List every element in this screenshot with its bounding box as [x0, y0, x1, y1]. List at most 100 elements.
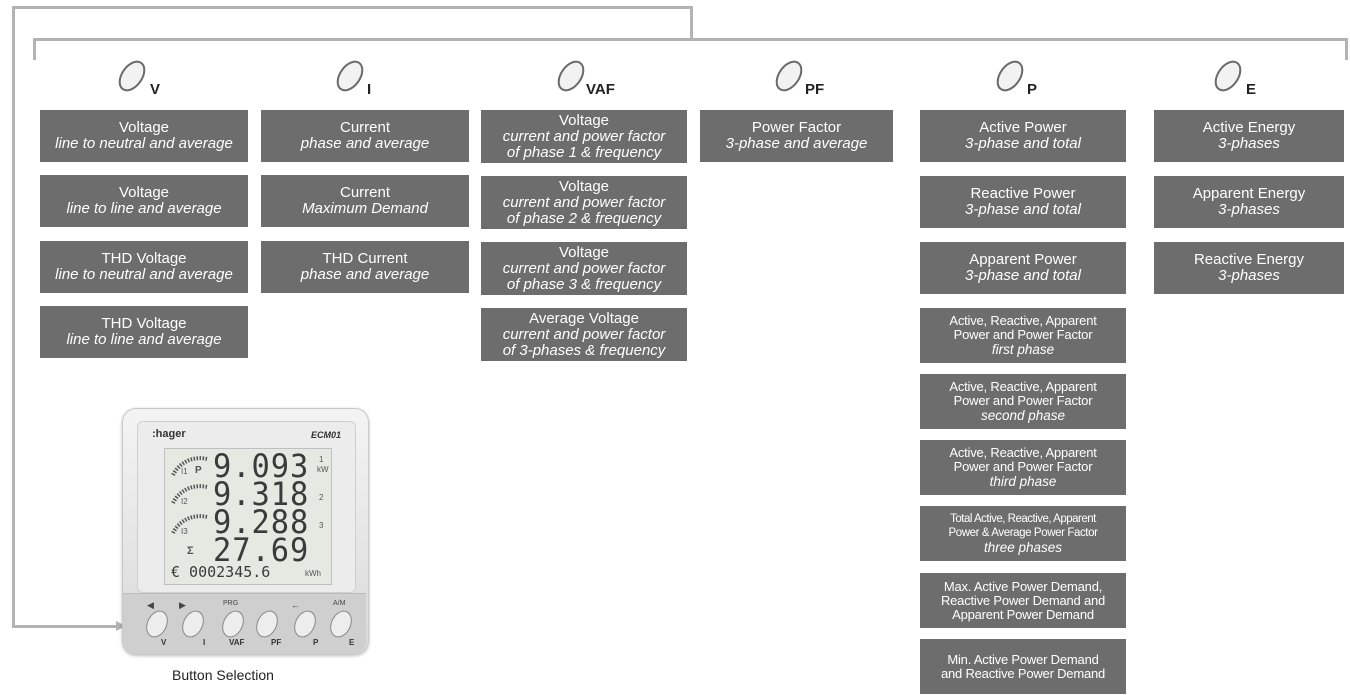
meter-front-panel: :hager ECM01 I1 P I2 I3 Σ 9.093 9.318 9.…: [137, 421, 356, 593]
menu-item-title-line-1: Active, Reactive, Apparent: [949, 379, 1097, 394]
menu-item-title-line-1: Active, Reactive, Apparent: [949, 313, 1097, 328]
menu-item-subtitle-line-1: current and power factor: [502, 325, 666, 343]
column-label-vaf: VAF: [586, 81, 615, 98]
menu-item-vaf-phase-3: Voltage current and power factor of phas…: [481, 242, 687, 295]
column-label-i: I: [367, 81, 372, 98]
energy-counter: € 0002345.6: [171, 563, 271, 581]
display-row-1: 9.093: [213, 447, 310, 485]
menu-item-title-line-2: Power & Average Power Factor: [948, 527, 1098, 539]
menu-item-title-line-2: Power and Power Factor: [953, 393, 1093, 408]
menu-item-active-energy: Active Energy 3-phases: [1154, 110, 1344, 162]
connector-bracket-horizontal: [33, 38, 1348, 41]
menu-item-title-line-1: Max. Active Power Demand,: [943, 578, 1103, 594]
key-i-button[interactable]: [178, 607, 208, 641]
column-header-pf: PF: [775, 57, 845, 97]
menu-item-title-line-2: Power and Power Factor: [953, 459, 1093, 474]
menu-item-title: Voltage: [558, 243, 610, 261]
menu-item-current-max-demand: Current Maximum Demand: [261, 175, 469, 227]
menu-item-subtitle: second phase: [980, 408, 1066, 423]
key-vaf-arrow: PRG: [223, 600, 239, 607]
label-p: P: [195, 465, 202, 476]
button-vaf-icon: [557, 60, 585, 92]
key-v-button[interactable]: [142, 607, 172, 641]
label-i1: I1: [181, 467, 188, 476]
button-pf-icon: [775, 60, 803, 92]
meter-caption: Button Selection: [172, 667, 274, 683]
connector-bracket-left: [33, 38, 36, 60]
menu-item-title: Voltage: [558, 111, 610, 129]
menu-item-thd-voltage-ll: THD Voltage line to line and average: [40, 306, 248, 358]
menu-item-title: Reactive Power: [970, 185, 1076, 202]
menu-item-title: Current: [339, 184, 391, 201]
menu-item-title: Average Voltage: [529, 309, 639, 327]
button-i-icon: [336, 60, 364, 92]
key-i-label: I: [203, 638, 206, 647]
menu-item-title: Voltage: [118, 184, 170, 201]
menu-item-subtitle: 3-phase and total: [965, 267, 1081, 284]
menu-item-subtitle-line-1: current and power factor: [502, 259, 666, 277]
menu-item-title: Apparent Energy: [1192, 185, 1306, 202]
connector-bottom-horizontal: [12, 625, 118, 628]
menu-item-vaf-phase-2: Voltage current and power factor of phas…: [481, 176, 687, 229]
menu-item-title-line-1: Min. Active Power Demand: [947, 651, 1099, 667]
menu-item-subtitle: 3-phases: [1218, 201, 1280, 218]
menu-item-voltage-ll: Voltage line to line and average: [40, 175, 248, 227]
menu-item-subtitle: third phase: [989, 474, 1057, 489]
menu-item-power-first-phase: Active, Reactive, Apparent Power and Pow…: [920, 308, 1126, 363]
menu-item-thd-voltage-ln: THD Voltage line to neutral and average: [40, 241, 248, 293]
button-v-icon: [118, 60, 146, 92]
connector-bracket-right: [1345, 38, 1348, 60]
menu-item-subtitle-line-1: current and power factor: [502, 193, 666, 211]
menu-item-subtitle: line to neutral and average: [55, 135, 233, 152]
menu-item-subtitle: 3-phase and total: [965, 135, 1081, 152]
display-row-4: 27.69: [213, 531, 310, 569]
menu-item-subtitle: line to line and average: [66, 200, 222, 217]
menu-item-max-demand: Max. Active Power Demand, Reactive Power…: [920, 573, 1126, 628]
menu-item-title-line-1: Active, Reactive, Apparent: [949, 445, 1097, 460]
row-3-index: 3: [319, 521, 324, 530]
menu-item-title: Apparent Power: [969, 251, 1077, 268]
key-e-label: E: [349, 638, 355, 647]
meter-keypad: ◀ V ▶ I PRG VAF PF ← P A/M E: [123, 593, 366, 654]
button-p-icon: [996, 60, 1024, 92]
connector-left-vertical: [12, 6, 15, 628]
menu-item-subtitle-line-2: of 3-phases & frequency: [502, 341, 666, 359]
bargraph-icon: [171, 456, 208, 534]
key-p-label: P: [313, 638, 319, 647]
key-pf-button[interactable]: [252, 607, 282, 641]
menu-item-subtitle: three phases: [983, 540, 1063, 555]
key-e-button[interactable]: [326, 607, 356, 641]
column-label-e: E: [1246, 81, 1257, 98]
menu-item-title: Active Energy: [1202, 119, 1296, 136]
menu-item-power-third-phase: Active, Reactive, Apparent Power and Pow…: [920, 440, 1126, 495]
menu-item-title: Voltage: [558, 177, 610, 195]
column-header-i: I: [336, 57, 406, 97]
menu-item-power-total: Total Active, Reactive, Apparent Power &…: [920, 506, 1126, 561]
label-i2: I2: [181, 497, 188, 506]
key-vaf-label: VAF: [229, 638, 245, 647]
menu-item-title-line-2: Power and Power Factor: [953, 327, 1093, 342]
menu-item-vaf-phase-1: Voltage current and power factor of phas…: [481, 110, 687, 163]
menu-item-subtitle: 3-phases: [1218, 267, 1280, 284]
menu-item-thd-current: THD Current phase and average: [261, 241, 469, 293]
menu-item-title: THD Voltage: [101, 250, 187, 267]
unit-kwh: kWh: [305, 569, 321, 578]
menu-item-title: Voltage: [118, 119, 170, 136]
menu-item-subtitle: phase and average: [300, 135, 430, 152]
column-header-vaf: VAF: [557, 57, 627, 97]
label-sigma: Σ: [187, 545, 194, 557]
menu-item-subtitle: 3-phase and average: [725, 135, 868, 152]
key-v-label: V: [161, 638, 167, 647]
unit-kw: kW: [317, 465, 329, 474]
menu-item-vaf-average: Average Voltage current and power factor…: [481, 308, 687, 361]
display-row-2: 9.318: [213, 475, 310, 513]
row-1-index: 1: [319, 455, 324, 464]
menu-item-title-line-2: and Reactive Power Demand: [940, 665, 1106, 681]
menu-item-voltage-ln: Voltage line to neutral and average: [40, 110, 248, 162]
menu-item-min-demand: Min. Active Power Demand and Reactive Po…: [920, 639, 1126, 694]
key-vaf-button[interactable]: [218, 607, 248, 641]
key-i-arrow: ▶: [179, 600, 186, 610]
menu-item-title: Current: [339, 119, 391, 136]
key-p-button[interactable]: [290, 607, 320, 641]
menu-item-title: Active Power: [979, 119, 1067, 136]
